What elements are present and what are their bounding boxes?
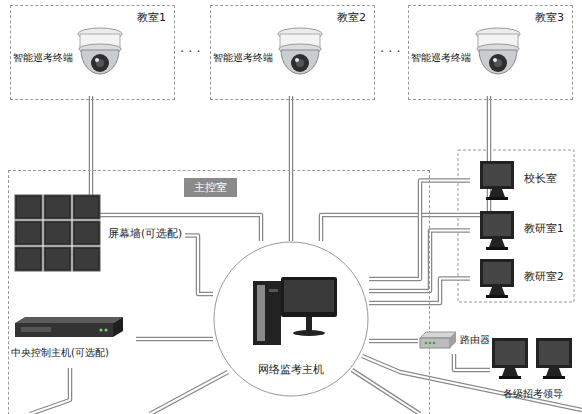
- cable-connector: [369, 341, 418, 342]
- cable-connector: [136, 339, 213, 340]
- screen-wall: 屏幕墙(可选配): [13, 193, 185, 278]
- classroom-frame: 教室3 智能巡考终端: [408, 5, 573, 100]
- node-label: 校长室: [524, 172, 557, 185]
- node-label: 教研室2: [524, 270, 564, 283]
- cable-connector: [91, 96, 261, 241]
- node-label: 中央控制主机(可选配): [11, 347, 109, 359]
- mon-icon: [478, 209, 518, 251]
- office-group-frame: [458, 150, 574, 302]
- node-label: 主控室: [184, 178, 237, 197]
- node-label: 智能巡考终端: [213, 52, 273, 64]
- cable-connector: [185, 236, 213, 295]
- leader-monitors: 各级招考领导: [490, 332, 576, 408]
- central-controller: 中央控制主机(可选配): [11, 313, 136, 365]
- node-label: 屏幕墙(可选配): [108, 227, 182, 240]
- cam-icon: [471, 26, 525, 86]
- node-label: 智能巡考终端: [13, 52, 73, 64]
- node-label: 各级招考领导: [490, 388, 576, 400]
- ellipsis-label: · · ·: [180, 44, 201, 59]
- node-label: 教室2: [337, 11, 366, 24]
- exam-terminal: 智能巡考终端: [11, 24, 171, 96]
- ellipsis-label: · · ·: [380, 44, 401, 59]
- node-label: 教研室1: [524, 222, 564, 235]
- cable-connector: [454, 354, 490, 370]
- exam-terminal: 智能巡考终端: [409, 24, 569, 96]
- node-label: 教室3: [535, 11, 564, 24]
- host-icon: [13, 315, 125, 343]
- router: 路由器: [418, 328, 490, 354]
- cam-icon: [273, 26, 327, 86]
- cable-connector: [369, 279, 470, 304]
- classroom-frame: 教室2 智能巡考终端: [210, 5, 375, 100]
- cam-icon: [73, 26, 127, 86]
- cable-connector: [291, 96, 292, 241]
- mon-icon: [478, 159, 518, 201]
- exam-terminal: 智能巡考终端: [211, 24, 371, 96]
- node-label: 网络监考主机: [213, 363, 369, 376]
- node-label: 智能巡考终端: [411, 52, 471, 64]
- office-monitor: 教研室2: [470, 256, 570, 301]
- classroom-frame: 教室1 智能巡考终端: [10, 5, 175, 100]
- mon-icon: [478, 257, 518, 299]
- cable-connector: [369, 231, 470, 292]
- office-monitor: 校长室: [470, 158, 570, 203]
- node-label: 教室1: [137, 11, 166, 24]
- wall-icon: [13, 193, 103, 273]
- monitoring-host: 网络监考主机: [213, 241, 369, 397]
- router-icon: [418, 330, 458, 352]
- office-monitor: 教研室1: [470, 208, 570, 253]
- mon2-icon: [490, 336, 576, 380]
- control-room-frame: 主控室屏幕墙(可选配) 中央控制主机(可选配) 网络监考主机: [8, 170, 430, 414]
- cable-connector: [321, 96, 489, 241]
- node-label: 路由器: [460, 334, 490, 346]
